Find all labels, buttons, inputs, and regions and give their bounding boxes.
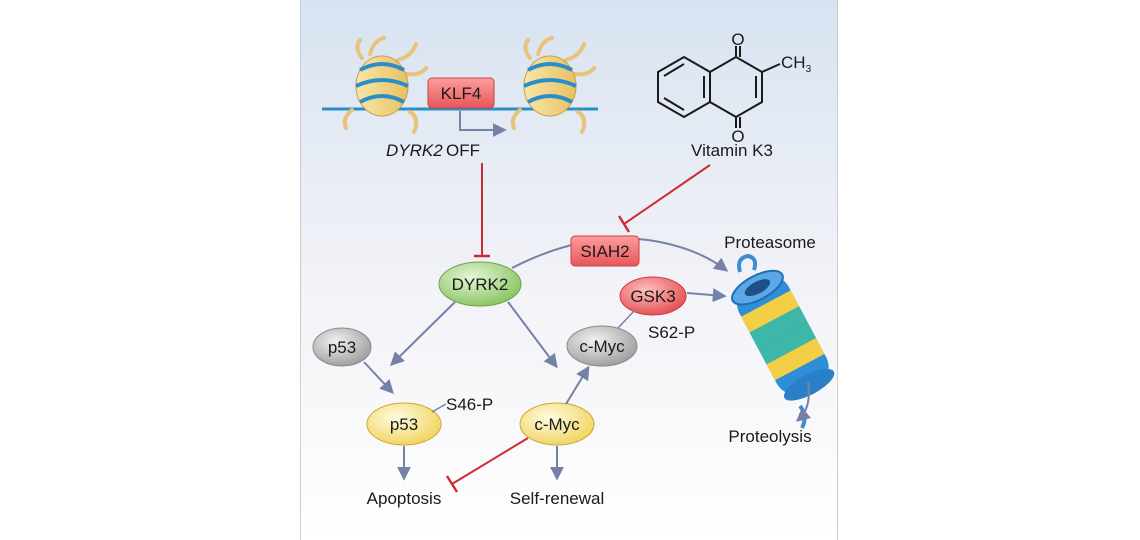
s62p-label: S62-P — [648, 323, 695, 342]
p53-top-label: p53 — [328, 338, 356, 357]
gsk3-proteasome-arrow — [686, 288, 727, 303]
proteolysis-label: Proteolysis — [728, 427, 811, 446]
vitamin-k3-label: Vitamin K3 — [691, 141, 773, 160]
dyrk2-cmyc-arrow — [507, 301, 558, 369]
gsk3-node-label: GSK3 — [630, 287, 675, 306]
proteasome-label: Proteasome — [724, 233, 816, 252]
proteolysis-arrow — [795, 381, 812, 422]
transcription-arrow — [459, 111, 507, 137]
s46p-label: S46-P — [446, 395, 493, 414]
cmyc-bottom-node — [519, 402, 595, 446]
s46p-link — [431, 403, 447, 413]
dyrk2-siah2-arc — [511, 237, 729, 272]
nucleosome-right — [510, 36, 596, 134]
inhibit-bar-siah2 — [617, 215, 631, 233]
gsk3-cmyc-link — [617, 309, 636, 329]
self-renewal-label: Self-renewal — [510, 489, 605, 508]
inhibit-bar-apoptosis — [445, 475, 459, 493]
apoptosis-label: Apoptosis — [367, 489, 442, 508]
vitamin-k3-structure — [657, 46, 781, 128]
siah2-label: SIAH2 — [580, 242, 629, 261]
dyrk2-node — [438, 261, 522, 307]
p53-top-node — [312, 327, 372, 367]
p53-bottom-node — [366, 402, 442, 446]
cmyc-top-node — [566, 325, 638, 367]
inhibit-line-vitk3-siah2 — [623, 164, 711, 225]
o-bottom-label: O — [731, 127, 744, 146]
p53-bottom-label: p53 — [390, 415, 418, 434]
dyrk2-node-label: DYRK2 — [452, 275, 509, 294]
inhibit-line-cmyc-apoptosis — [451, 437, 529, 485]
klf4-box — [427, 77, 495, 109]
proteasome — [731, 253, 835, 429]
klf4-label: KLF4 — [441, 84, 482, 103]
siah2-box — [570, 235, 640, 267]
dyrk2-p53-arrow — [390, 301, 456, 366]
p53-to-p53p-arrow — [363, 361, 394, 395]
dyrk2-gene-label: DYRK2 — [386, 141, 443, 160]
nucleosome-left — [342, 36, 428, 134]
cmyc-top-label: c-Myc — [579, 337, 625, 356]
o-top-label: O — [731, 30, 744, 49]
cmyc-to-cmyc-top-arrow — [565, 365, 590, 405]
gsk3-node — [619, 276, 687, 316]
cmyc-bottom-label: c-Myc — [534, 415, 580, 434]
ch3-label: CH3 — [781, 53, 812, 75]
off-label: OFF — [446, 141, 480, 160]
